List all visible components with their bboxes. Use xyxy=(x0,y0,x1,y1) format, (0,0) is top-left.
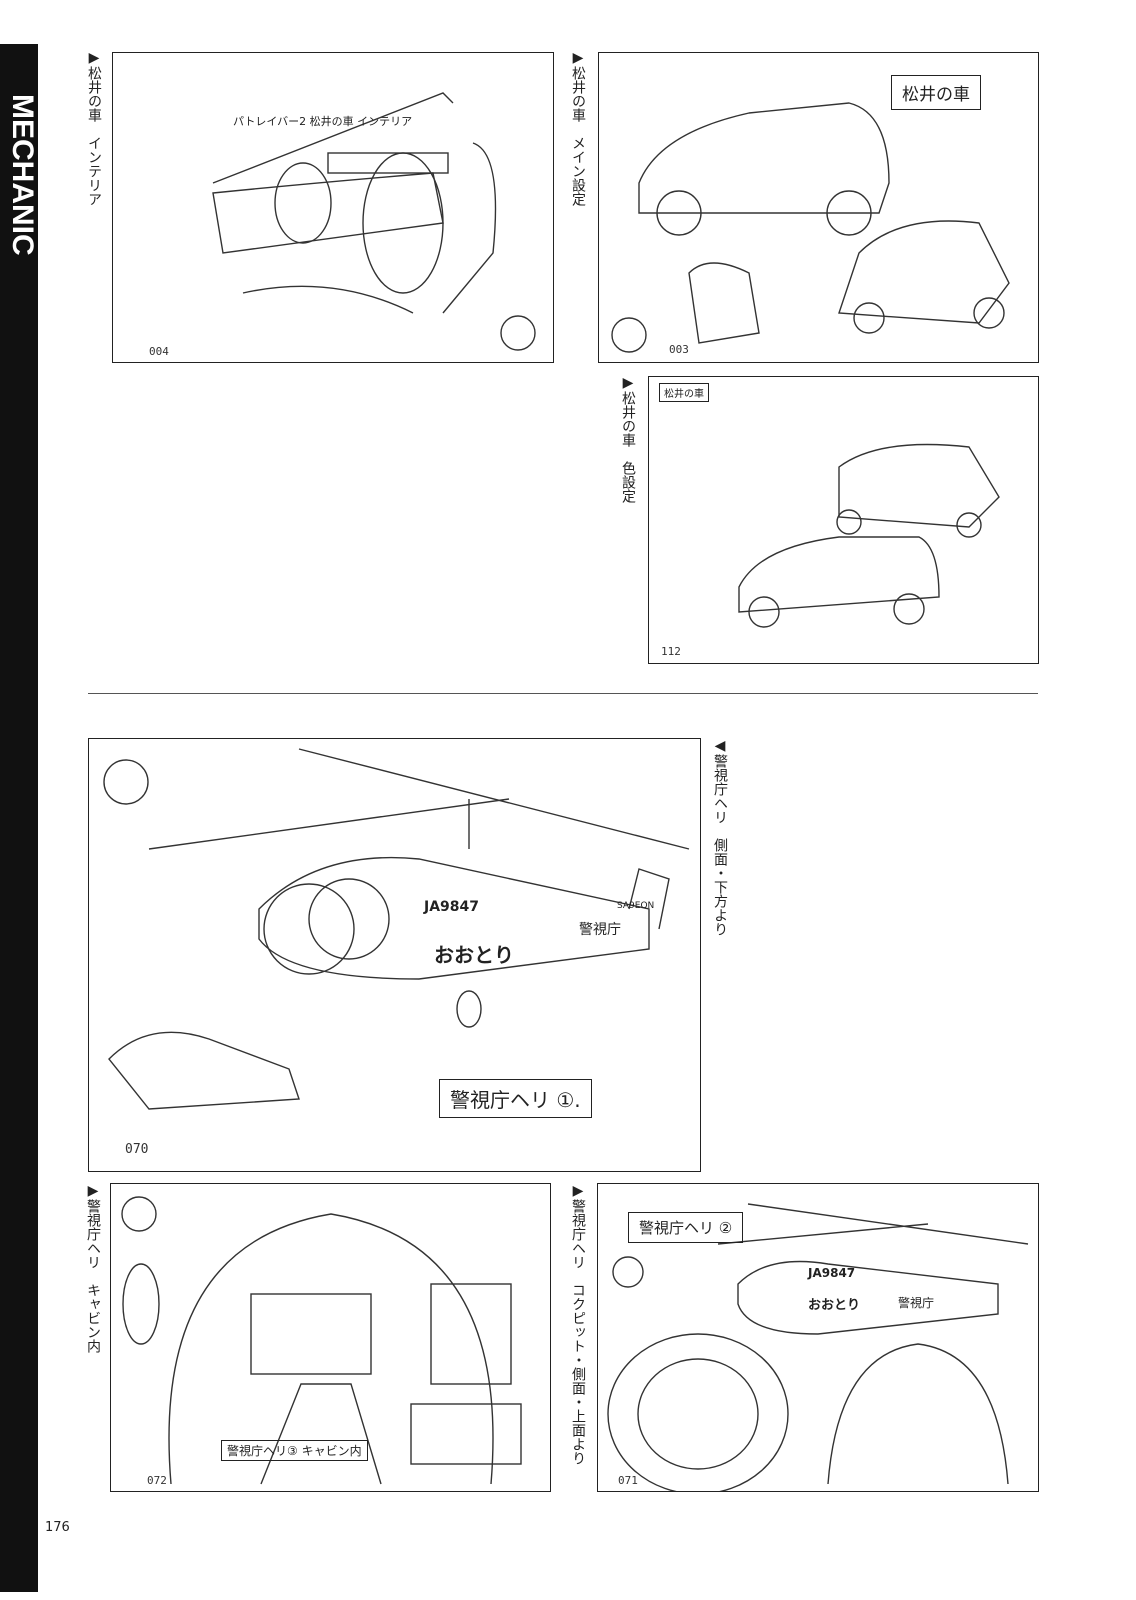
sketch-note: 警視庁ヘリ③ キャビン内 xyxy=(221,1440,368,1461)
figure-heli-cabin: 警視庁ヘリ③ キャビン内 072 xyxy=(110,1183,551,1492)
sketch-note: SA9EON xyxy=(617,901,655,911)
section-label: MECHANIC xyxy=(6,94,39,256)
studio-mascot-icon xyxy=(611,317,647,353)
cockpit-sketch xyxy=(607,1203,1029,1491)
sketch-note: パトレイバー2 松井の車 インテリア xyxy=(233,115,413,128)
studio-mascot-icon xyxy=(121,1196,157,1232)
studio-mascot-icon xyxy=(103,759,149,805)
figure-caption: ▶警視庁ヘリ コクピット・側面・上面より xyxy=(570,1183,586,1465)
frame-number: 071 xyxy=(618,1474,638,1487)
section-sidebar-bar: MECHANIC xyxy=(0,44,39,1592)
helicopter-sketch xyxy=(108,748,690,1110)
figure-caption: ◀警視庁ヘリ 側面・下方より xyxy=(712,738,728,936)
frame-number: 070 xyxy=(125,1142,149,1157)
sketch-note: 警視庁 xyxy=(579,922,621,938)
car-main-sketch xyxy=(638,102,1010,344)
sketch-note: 警視庁ヘリ ①. xyxy=(439,1079,592,1118)
sketch-note: 警視庁ヘリ ② xyxy=(628,1212,744,1243)
page-number: 176 xyxy=(45,1520,70,1535)
studio-mascot-icon xyxy=(500,315,536,351)
sketch-note: 松井の車 xyxy=(891,75,981,110)
car-interior-sketch xyxy=(212,92,497,314)
frame-number: 003 xyxy=(669,343,689,356)
sketch-note: おおとり xyxy=(808,1298,861,1313)
figure-heli-side: JA9847 おおとり 警視庁 SA9EON 警視庁ヘリ ①. 070 xyxy=(88,738,701,1172)
sketch-note: 松井の車 xyxy=(659,383,709,402)
studio-mascot-icon xyxy=(612,1256,644,1288)
sketch-note: 警視庁 xyxy=(898,1296,935,1310)
figure-caption: ▶警視庁ヘリ キャビン内 xyxy=(85,1183,101,1353)
sketch-note: JA9847 xyxy=(808,1266,856,1280)
frame-number: 112 xyxy=(661,645,681,658)
cabin-sketch xyxy=(122,1213,522,1485)
figure-car-color: 松井の車 112 xyxy=(648,376,1039,664)
figure-caption: ▶松井の車 メイン設定 xyxy=(570,50,586,206)
figure-caption: ▶松井の車 インテリア xyxy=(86,50,102,206)
frame-number: 004 xyxy=(149,345,169,358)
frame-number: 072 xyxy=(147,1474,167,1487)
car-color-sketch xyxy=(738,443,1000,628)
section-divider xyxy=(88,693,1038,694)
figure-caption: ▶松井の車 色設定 xyxy=(620,375,636,503)
sketch-note: JA9847 xyxy=(424,899,480,915)
figure-car-main: 松井の車 003 xyxy=(598,52,1039,363)
figure-heli-cockpit: 警視庁ヘリ ② JA9847 おおとり 警視庁 071 xyxy=(597,1183,1039,1492)
sketch-note: おおとり xyxy=(434,943,514,967)
figure-car-interior: パトレイバー2 松井の車 インテリア 004 xyxy=(112,52,554,363)
